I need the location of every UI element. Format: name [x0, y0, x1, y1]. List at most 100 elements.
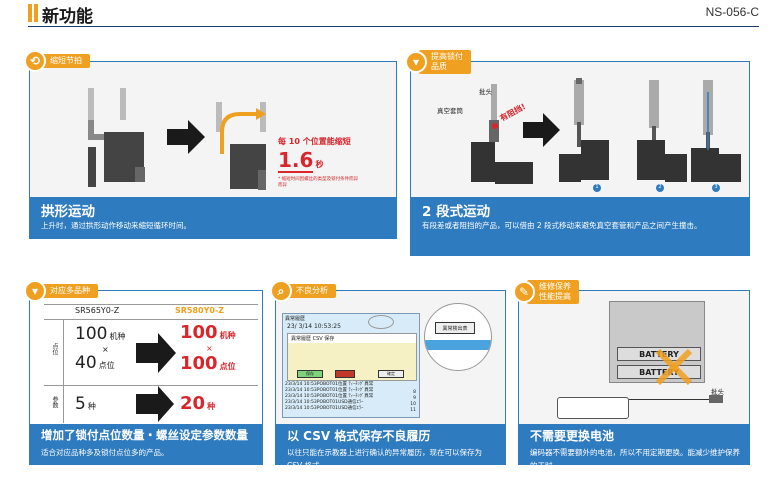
- label-bit: 批头: [711, 388, 724, 396]
- badge-cycle-time: ⟲ 缩短节拍: [24, 50, 90, 72]
- confirm-button[interactable]: [335, 370, 355, 378]
- note-footnote: * 缩短时间因螺丝的类型及锁付条件而异: [278, 177, 359, 182]
- two-stage-illustration: [471, 78, 741, 192]
- magnifier-icon: ⌕: [270, 280, 292, 302]
- col-header-new: SR580Y0-Z: [175, 306, 225, 315]
- list-item: 23/3/14 10:53POBOT01USD通信ｴﾗｰ: [285, 400, 364, 405]
- card-two-stage-motion: 批头 真空套筒 有阻挡! 1 2 3 2 段式运动 有段差或者阻挡的产品，可以借…: [410, 61, 750, 256]
- new-times-symbol: ×: [206, 344, 213, 353]
- robot-after: [216, 102, 266, 190]
- card-no-battery: BATTERY BATTERY 批头 不需要更换电池 编码器不需要额外的电池，所…: [518, 290, 750, 470]
- arrow-right-icon: [167, 120, 205, 154]
- badge-label-line2: 品质: [431, 62, 447, 71]
- card-illustration: 每 10 个位置能缩短 1.6 秒 * 缩短时间因螺丝的类型及锁付条件而异 而异: [30, 62, 396, 197]
- old-params-unit: 种: [87, 402, 96, 411]
- badge-label: 维修保养 性能提高: [527, 280, 579, 304]
- list-item: 23/3/14 10:53POBOT01位置 ﾃｨｰﾁﾝｸﾞ異常: [285, 394, 374, 399]
- row-number: 11: [410, 408, 416, 413]
- cable: [629, 399, 723, 400]
- screw-icon: ▾: [405, 51, 427, 73]
- arrow-right-icon: [523, 113, 560, 147]
- compare-arrows: [136, 333, 176, 422]
- card-csv-history: 異常履歴 23/ 3/14 10:53:25 異常履歴 CSV 保存 保存 確定…: [275, 290, 506, 470]
- step-marker: [656, 184, 664, 192]
- teaching-pendant-screen: 異常履歴 23/ 3/14 10:53:25 異常履歴 CSV 保存 保存 確定…: [282, 313, 420, 418]
- page-title: 新功能: [42, 7, 93, 27]
- badge-failure-analysis: ⌕ 不良分析: [270, 280, 336, 302]
- step-marker: [712, 184, 720, 192]
- card-illustration: BATTERY BATTERY 批头: [519, 291, 749, 424]
- arch-motion-illustration: [88, 88, 266, 190]
- save-button[interactable]: 保存: [297, 370, 323, 378]
- new-params-value: 20: [180, 393, 206, 414]
- screen-title: 異常履歴: [285, 316, 306, 322]
- step-marker: [593, 184, 601, 192]
- new-points-unit: 点位: [219, 362, 236, 371]
- card-title: 不需要更换电池: [530, 429, 615, 443]
- connector: [709, 395, 723, 403]
- badge-quality: ▾ 提高锁付 品质: [405, 50, 471, 74]
- note-footnote-2: 而异: [278, 183, 287, 188]
- col-header-old: SR565Y0-Z: [75, 306, 120, 315]
- time-saved-unit: 秒: [315, 160, 324, 169]
- row-number: 9: [413, 396, 416, 401]
- document-code: NS-056-C: [705, 5, 759, 19]
- screen-dialog-title: 異常履歴 CSV 保存: [288, 334, 416, 343]
- card-description: 有段差或者阻挡的产品，可以借由 2 段式移动来避免真空套管和产品之间产生撞击。: [422, 221, 702, 230]
- zoom-circle-small: [368, 315, 394, 329]
- new-points-value: 100: [180, 353, 218, 374]
- wrench-icon: ✎: [513, 281, 535, 303]
- page-header: 新功能 NS-056-C: [0, 0, 773, 28]
- step-number-3: 3: [714, 184, 718, 190]
- history-list: 23/3/14 10:53POBOT01位置 ﾃｨｰﾁﾝｸﾞ異常 23/3/14…: [285, 382, 419, 412]
- arrow-right-icon: [136, 386, 174, 422]
- old-points-value: 40: [75, 353, 97, 373]
- robot-before: [88, 88, 145, 187]
- ok-button[interactable]: 確定: [378, 370, 404, 378]
- card-description: 编码器不需要额外的电池，所以不用定期更换。能减少维护保养的工时。: [530, 448, 740, 470]
- card-title: 增加了锁付点位数量・螺丝设定参数数量: [41, 428, 248, 442]
- card-title: 以 CSV 格式保存不良履历: [287, 429, 431, 443]
- row-number: 10: [410, 402, 416, 407]
- card-title: 2 段式运动: [422, 204, 491, 220]
- badge-label-line1: 提高锁付: [431, 52, 463, 61]
- old-models-value: 100: [75, 324, 108, 344]
- note-line1: 每 10 个位置能缩短: [278, 137, 351, 146]
- step-2: [637, 80, 687, 182]
- card-description: 以往只能在示教器上进行确认的异常履历，现在可以保存为 CSV 格式。: [287, 448, 482, 470]
- label-bit: 批头: [479, 88, 492, 96]
- list-item: 23/3/14 10:53POBOT01USD通信ｴﾗｰ: [285, 406, 364, 411]
- label-vacuum-sleeve: 真空套筒: [437, 107, 463, 115]
- card-description: 适合对应品种多及锁付点位多的产品。: [41, 448, 169, 457]
- setup-obstacle: [471, 84, 533, 184]
- card-title: 拱形运动: [41, 204, 95, 220]
- old-times-symbol: ×: [102, 345, 109, 354]
- step-3: [691, 80, 741, 182]
- card-description: 上升时，通过拱形动作移动来缩短循环时间。: [41, 221, 191, 230]
- screw-icon: ▾: [24, 280, 46, 302]
- card-arch-motion: 每 10 个位置能缩短 1.6 秒 * 缩短时间因螺丝的类型及锁付条件而异 而异…: [29, 61, 397, 239]
- badge-label: 对应多品种: [38, 284, 98, 298]
- step-number-1: 1: [595, 184, 599, 190]
- zoom-circle: 異常検出表: [424, 303, 492, 371]
- cycle-time-note: 每 10 个位置能缩短 1.6 秒 * 缩短时间因螺丝的类型及锁付条件而异 而异: [278, 136, 393, 189]
- row-label-params: 参数: [51, 396, 58, 408]
- list-item: 23/3/14 10:53POBOT01位置 ﾃｨｰﾁﾝｸﾞ異常: [285, 382, 374, 387]
- new-models-unit: 机种: [219, 331, 236, 340]
- old-models-unit: 机种: [109, 332, 126, 341]
- badge-label-line2: 性能提高: [539, 292, 571, 301]
- badge-label: 缩短节拍: [38, 54, 90, 68]
- list-item: 23/3/14 10:53POBOT01位置 ﾃｨｰﾁﾝｸﾞ異常: [285, 388, 374, 393]
- step-number-2: 2: [658, 184, 662, 190]
- row-label-points: 点位: [51, 343, 58, 355]
- badge-label: 不良分析: [284, 284, 336, 298]
- new-models-value: 100: [180, 322, 218, 343]
- screen-date: 23/ 3/14 10:53:25: [287, 323, 341, 330]
- row-number: 8: [413, 390, 416, 395]
- card-multi-product: SR565Y0-Z SR580Y0-Z 点位 参数 100 机种 × 40 点位…: [29, 290, 263, 465]
- header-divider: [28, 26, 759, 27]
- title-accent-bar: [28, 4, 32, 22]
- badge-multi-product: ▾ 对应多品种: [24, 280, 98, 302]
- card-illustration: 異常履歴 23/ 3/14 10:53:25 異常履歴 CSV 保存 保存 確定…: [276, 291, 505, 424]
- card-illustration: 批头 真空套筒 有阻挡! 1 2 3: [411, 62, 749, 197]
